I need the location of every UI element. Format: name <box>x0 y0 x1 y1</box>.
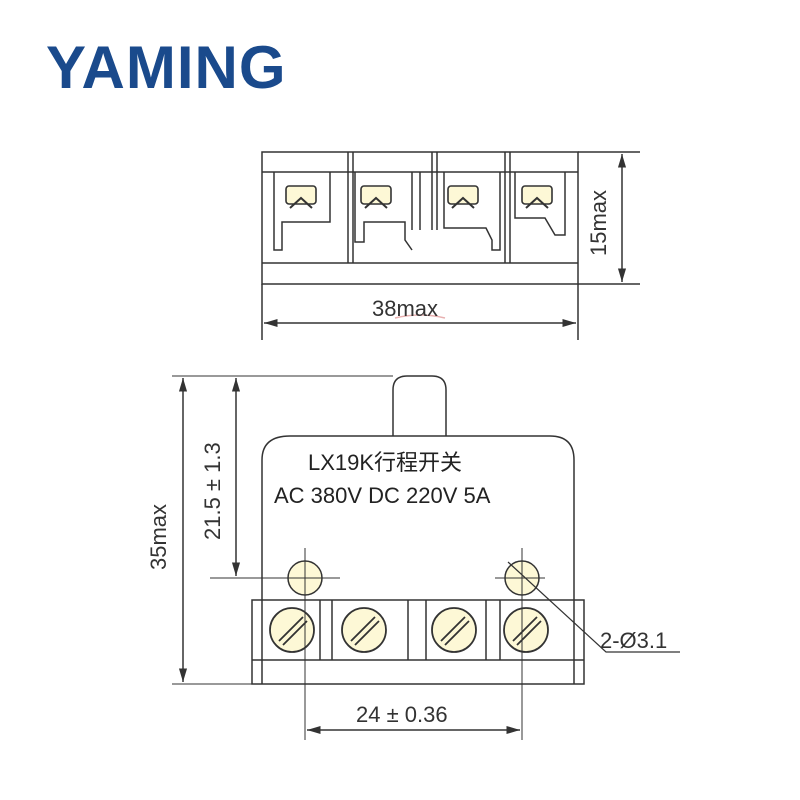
top-screw-1 <box>285 185 317 205</box>
terminal-block <box>251 599 585 685</box>
top-view <box>261 151 640 340</box>
terminal-screw-3 <box>431 607 477 653</box>
top-terminal-3 <box>443 172 501 251</box>
top-screw-3 <box>447 185 479 205</box>
overall-height-label: 35max <box>146 504 171 570</box>
rating-label: AC 380V DC 220V 5A <box>274 483 491 508</box>
top-terminal-1 <box>273 172 331 251</box>
actuator-plunger <box>392 375 447 436</box>
terminal-screw-4 <box>503 607 549 653</box>
brand-logo-text: YAMING <box>46 34 287 101</box>
hole-dim-label: 2-Ø3.1 <box>600 628 667 653</box>
top-screw-2 <box>360 185 392 205</box>
actuator-height-label: 21.5 ± 1.3 <box>200 442 225 540</box>
top-terminal-4 <box>514 172 566 236</box>
front-view <box>172 375 680 740</box>
hole-spacing-label: 24 ± 0.36 <box>356 702 448 727</box>
terminal-screw-2 <box>341 607 387 653</box>
top-screw-4 <box>521 185 553 205</box>
terminal-screw-1 <box>269 607 315 653</box>
top-width-label: 38max <box>372 296 438 321</box>
hole-leader-line <box>507 561 680 653</box>
switch-housing <box>261 435 575 600</box>
top-view-body <box>261 151 579 285</box>
top-height-label: 15max <box>586 190 611 256</box>
top-terminal-2 <box>354 172 413 251</box>
model-label: LX19K行程开关 <box>308 450 462 475</box>
